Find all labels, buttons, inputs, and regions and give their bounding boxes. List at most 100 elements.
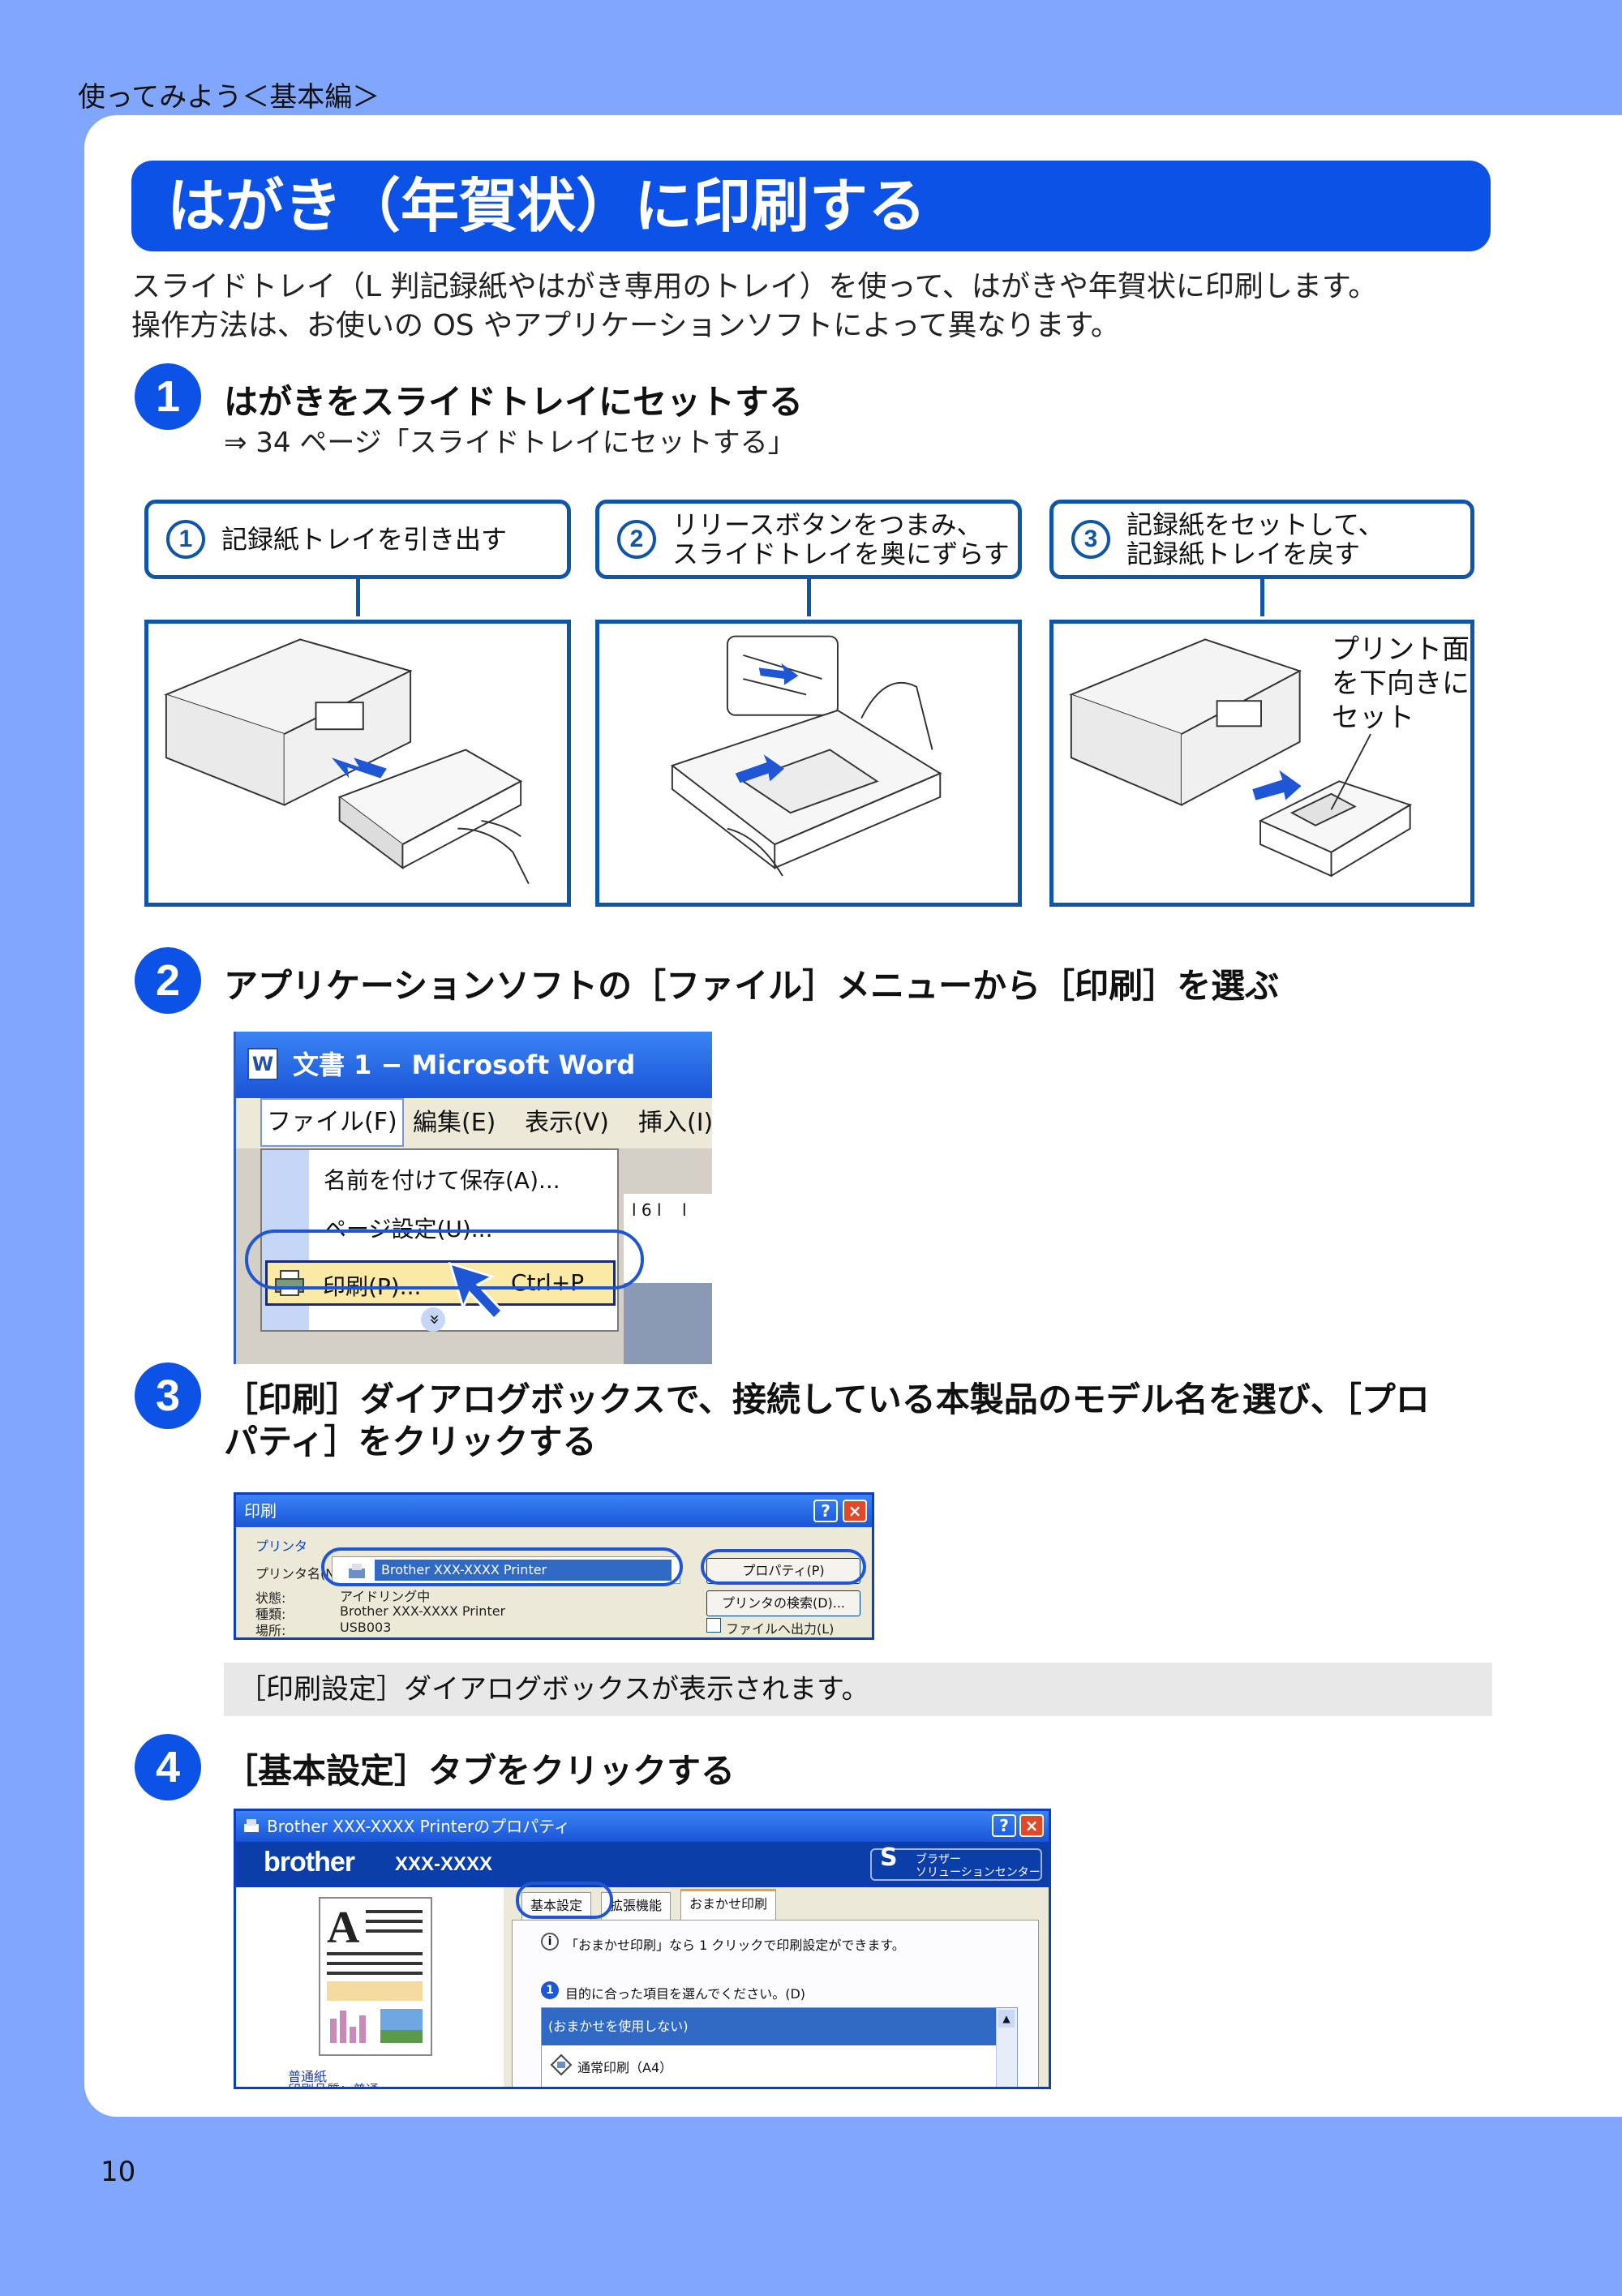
- menu-edit[interactable]: 編集(E): [413, 1109, 496, 1137]
- page-number: 10: [101, 2156, 136, 2188]
- word-window-screenshot: W 文書 1 − Microsoft Word ファイル(F) 編集(E) 表示…: [234, 1032, 712, 1364]
- solutions-center-button[interactable]: S ブラザー ソリューションセンター: [870, 1843, 1042, 1881]
- solutions-center-label: ブラザー ソリューションセンター: [916, 1853, 1041, 1879]
- menu-item-page-setup[interactable]: ページ設定(U)...: [324, 1216, 493, 1242]
- location-label: 場所:: [255, 1623, 286, 1638]
- properties-button-highlight-ring: [701, 1549, 866, 1585]
- word-ruler-marks: l 6 l l: [632, 1200, 687, 1220]
- step-1-reference-link[interactable]: ⇒ 34 ページ「スライドトレイにセットする」: [224, 427, 796, 459]
- location-value: USB003: [340, 1620, 392, 1635]
- preview-pane: A 普通紙 印刷品質：普通: [236, 1887, 504, 2087]
- substep-2-callout: 2 リリースボタンをつまみ、 スライドトレイを奥にずらす: [595, 500, 1022, 579]
- close-icon[interactable]: ×: [843, 1500, 867, 1522]
- printer-tray-out-drawing: [164, 638, 530, 885]
- properties-dialog-title: Brother XXX-XXXX Printerのプロパティ: [267, 1817, 570, 1836]
- paper-type-text: 普通紙: [288, 2069, 328, 2084]
- listbox-scrollbar[interactable]: ▲: [996, 2008, 1017, 2087]
- substep-2-text: リリースボタンをつまみ、 スライドトレイを奥にずらす: [672, 509, 1010, 569]
- properties-button[interactable]: プロパティ(P): [706, 1558, 860, 1584]
- printer-select-highlight-ring: [321, 1547, 683, 1586]
- type-value: Brother XXX-XXXX Printer: [340, 1603, 506, 1619]
- basic-settings-tab-highlight-ring: [516, 1882, 613, 1919]
- info-icon: i: [541, 1933, 559, 1951]
- list-item-no-auto[interactable]: (おまかせを使用しない): [542, 2008, 996, 2045]
- step-1-badge: 1: [135, 363, 201, 430]
- select-purpose-text: 目的に合った項目を選んでください。(D): [565, 1986, 806, 2002]
- printer-set-paper-drawing: [1069, 638, 1413, 878]
- print-item-highlight-ring: [245, 1230, 644, 1290]
- status-label: 状態:: [255, 1590, 286, 1606]
- menu-item-print-shortcut: Ctrl+P: [511, 1269, 585, 1296]
- callout-2-pointer: [807, 576, 811, 616]
- word-titlebar: W 文書 1 − Microsoft Word: [236, 1032, 712, 1098]
- step-3-title-line-2: パティ］をクリックする: [224, 1422, 597, 1461]
- substep-1-number: 1: [166, 520, 205, 559]
- substep-3-callout: 3 記録紙をセットして、 記録紙トレイを戻す: [1049, 500, 1474, 579]
- printer-group-label: プリンタ: [255, 1539, 308, 1554]
- auto-print-info-text: 「おまかせ印刷」なら 1 クリックで印刷設定ができます。: [565, 1938, 905, 1953]
- slide-tray-drawing: [670, 635, 942, 877]
- list-item-normal-a4[interactable]: 通常印刷（A4）: [577, 2060, 673, 2075]
- find-printer-button[interactable]: プリンタの検索(D)...: [706, 1590, 860, 1616]
- word-document-area: [624, 1283, 712, 1364]
- model-name: XXX-XXXX: [395, 1853, 493, 1875]
- word-menubar: ファイル(F) 編集(E) 表示(V) 挿入(I): [236, 1098, 712, 1148]
- step-4-badge: 4: [135, 1734, 201, 1800]
- menu-item-save-as[interactable]: 名前を付けて保存(A)...: [324, 1167, 560, 1194]
- page-preview-icon: A: [319, 1897, 432, 2056]
- printer-name-select[interactable]: Brother XXX-XXXX Printer: [332, 1556, 680, 1584]
- substep-3-number: 3: [1071, 520, 1110, 559]
- illustration-set-paper: [1049, 620, 1474, 907]
- tab-auto-print[interactable]: おまかせ印刷: [680, 1889, 777, 1920]
- properties-dialog-titlebar: Brother XXX-XXXX Printerのプロパティ ? ×: [236, 1811, 1049, 1842]
- help-icon[interactable]: ?: [813, 1500, 838, 1522]
- step-number-icon: 1: [541, 1981, 559, 1999]
- page-breadcrumb: 使ってみよう＜基本編＞: [78, 81, 380, 114]
- scroll-up-arrow-icon[interactable]: ▲: [998, 2010, 1015, 2028]
- illustration-pull-out-tray: [144, 620, 571, 907]
- intro-line-1: スライドトレイ（L 判記録紙やはがき専用のトレイ）を使って、はがきや年賀状に印刷…: [131, 270, 1378, 303]
- step-4-title: ［基本設定］タブをクリックする: [224, 1751, 736, 1791]
- step-2-title: アプリケーションソフトの［ファイル］メニューから［印刷］を選ぶ: [224, 966, 1280, 1006]
- auto-print-listbox[interactable]: (おまかせを使用しない) 通常印刷（A4） ▲: [541, 2007, 1018, 2087]
- menu-view[interactable]: 表示(V): [525, 1109, 609, 1137]
- substep-3-text: 記録紙をセットして、 記録紙トレイを戻す: [1126, 509, 1384, 569]
- callout-3-pointer: [1260, 576, 1264, 616]
- intro-line-2: 操作方法は、お使いの OS やアプリケーションソフトによって異なります。: [131, 309, 1120, 342]
- tab-advanced[interactable]: 拡張機能: [601, 1892, 672, 1920]
- print-dialog-titlebar: 印刷 ? ×: [236, 1495, 872, 1527]
- print-dialog-title: 印刷: [244, 1501, 277, 1521]
- selected-printer: Brother XXX-XXXX Printer: [375, 1560, 672, 1581]
- printer-icon: [244, 1819, 259, 1832]
- step-3-title-line-1: ［印刷］ダイアログボックスで、接続している本製品のモデル名を選び、［プロ: [224, 1380, 1430, 1419]
- print-to-file-label: ファイルへ出力(L): [726, 1621, 835, 1637]
- step-2-badge: 2: [135, 947, 201, 1014]
- document-print-icon: [550, 2054, 573, 2076]
- menu-insert[interactable]: 挿入(I): [638, 1109, 712, 1137]
- printer-icon: [349, 1564, 365, 1578]
- illustration-slide-tray: [595, 620, 1022, 907]
- substep-1-text: 記録紙トレイを引き出す: [221, 524, 508, 555]
- step-3-badge: 3: [135, 1363, 201, 1429]
- word-title: 文書 1 − Microsoft Word: [293, 1049, 636, 1080]
- step-3-result-note: ［印刷設定］ダイアログボックスが表示されます。: [224, 1663, 1492, 1716]
- menu-expand-chevron-icon[interactable]: »: [421, 1307, 445, 1332]
- callout-1-pointer: [356, 576, 360, 616]
- substep-1-callout: 1 記録紙トレイを引き出す: [144, 500, 571, 579]
- brother-logo: brother: [264, 1847, 355, 1878]
- type-label: 種類:: [255, 1607, 286, 1622]
- word-app-icon: W: [247, 1048, 278, 1080]
- print-face-down-label: プリント面 を下向きに セット: [1332, 633, 1470, 734]
- help-icon[interactable]: ?: [992, 1814, 1016, 1837]
- print-to-file-checkbox[interactable]: [706, 1618, 721, 1633]
- solutions-s-icon: S: [880, 1843, 898, 1872]
- print-quality-text: 印刷品質：普通: [288, 2079, 379, 2087]
- step-1-title: はがきをスライドトレイにセットする: [224, 382, 804, 422]
- close-icon[interactable]: ×: [1019, 1814, 1044, 1837]
- mouse-pointer-arrow-icon: [448, 1261, 504, 1321]
- substep-2-number: 2: [617, 520, 656, 559]
- svg-text:A: A: [327, 1903, 360, 1953]
- menu-file[interactable]: ファイル(F): [260, 1098, 404, 1147]
- page-title: はがき（年賀状）に印刷する: [131, 161, 1491, 251]
- printer-properties-dialog-screenshot: Brother XXX-XXXX Printerのプロパティ ? × broth…: [234, 1809, 1051, 2089]
